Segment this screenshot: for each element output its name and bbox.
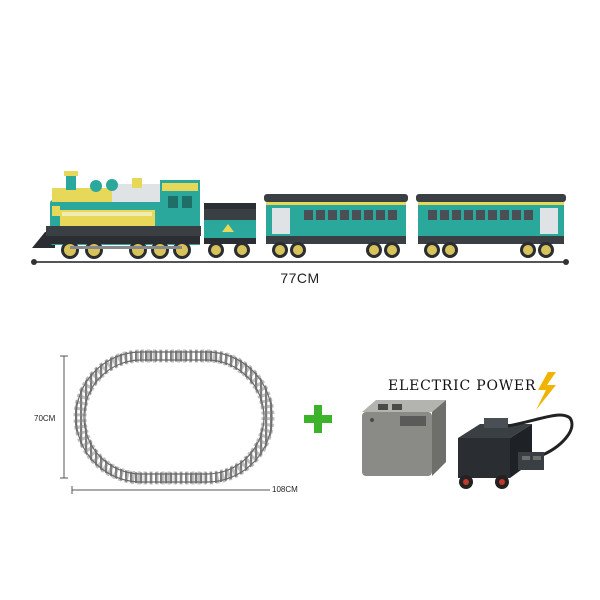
train-length-label: 77CM: [280, 270, 320, 286]
track-width-label: 108CM: [272, 485, 298, 494]
oval-track: [73, 349, 275, 485]
train-motor: [458, 413, 574, 489]
electric-power-title: ELECTRIC POWER: [388, 378, 537, 394]
steam-locomotive: [32, 171, 201, 259]
battery-box: [362, 400, 446, 476]
coal-tender: [204, 203, 256, 258]
train-set: [32, 171, 566, 259]
track-height-label: 70CM: [34, 414, 56, 423]
lightning-bolt-icon: [536, 372, 556, 410]
track-height-dimension-line: [60, 355, 68, 479]
plus-icon: [304, 405, 332, 433]
track-width-dimension-line: [71, 486, 270, 494]
passenger-carriage-1: [264, 194, 408, 258]
train-length-dimension-line: [31, 259, 569, 265]
passenger-carriage-2: [416, 194, 566, 258]
